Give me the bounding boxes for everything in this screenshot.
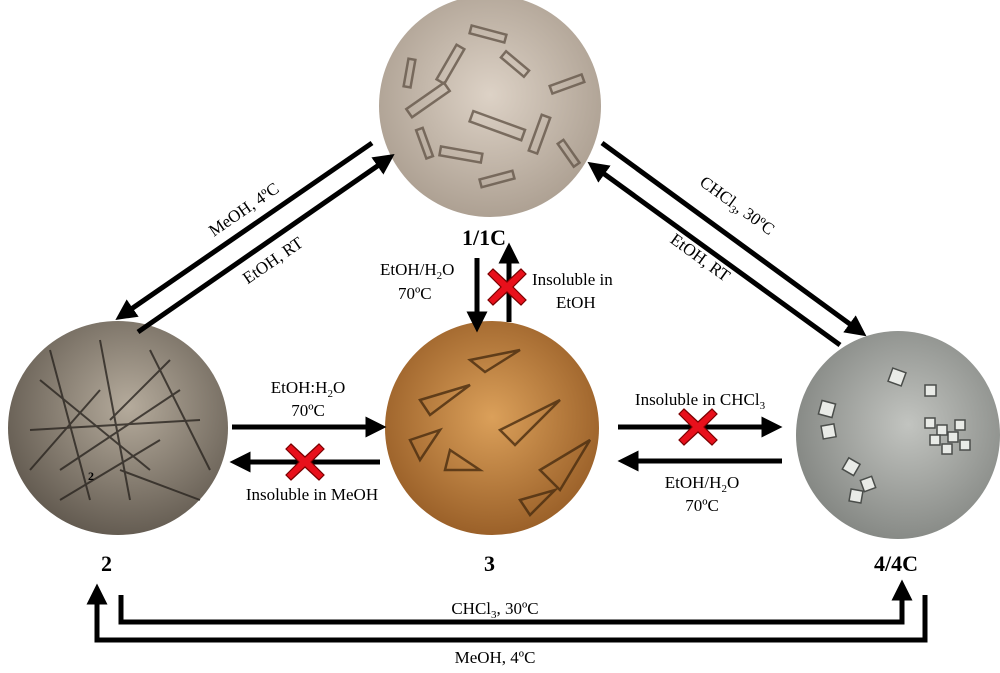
label-70c-vertical: 70ºC [398, 284, 432, 303]
micrograph-4 [796, 331, 1000, 539]
arrow-1-to-4 [602, 143, 858, 330]
inset-label-2: 2 [88, 469, 94, 483]
micrograph-2: 2 [8, 321, 228, 535]
label-etoh-h2o-vertical: EtOH/H2O [380, 260, 454, 282]
label-70c-horizontal-left: 70ºC [291, 401, 325, 420]
label-insoluble-in: Insoluble in [532, 270, 613, 289]
label-etoh: EtOH [556, 293, 596, 312]
label-meoh-4c-bottom: MeOH, 4ºC [455, 648, 536, 667]
micrograph-1 [379, 0, 601, 217]
label-chcl3-30c-bottom: CHCl3, 30ºC [451, 599, 538, 621]
label-70c-horizontal-right: 70ºC [685, 496, 719, 515]
compound-label-4-4c: 4/4C [874, 551, 918, 576]
label-insoluble-in-chcl3: Insoluble in CHCl3 [635, 390, 766, 412]
label-etoh-h2o-horizontal-right: EtOH/H2O [665, 473, 739, 495]
arrow-1-to-2 [124, 143, 372, 314]
compound-label-3: 3 [484, 551, 495, 576]
micrograph-3 [385, 321, 599, 535]
compound-label-2: 2 [101, 551, 112, 576]
label-etoh-h2o-horizontal-left: EtOH:H2O [271, 378, 345, 400]
label-chcl3-30c-diag: CHCl3, 30ºC [695, 172, 779, 241]
label-insoluble-in-meoh: Insoluble in MeOH [246, 485, 378, 504]
label-etoh-rt-diag-right: EtOH, RT [667, 230, 734, 286]
compound-label-1-1c: 1/1C [462, 225, 506, 250]
